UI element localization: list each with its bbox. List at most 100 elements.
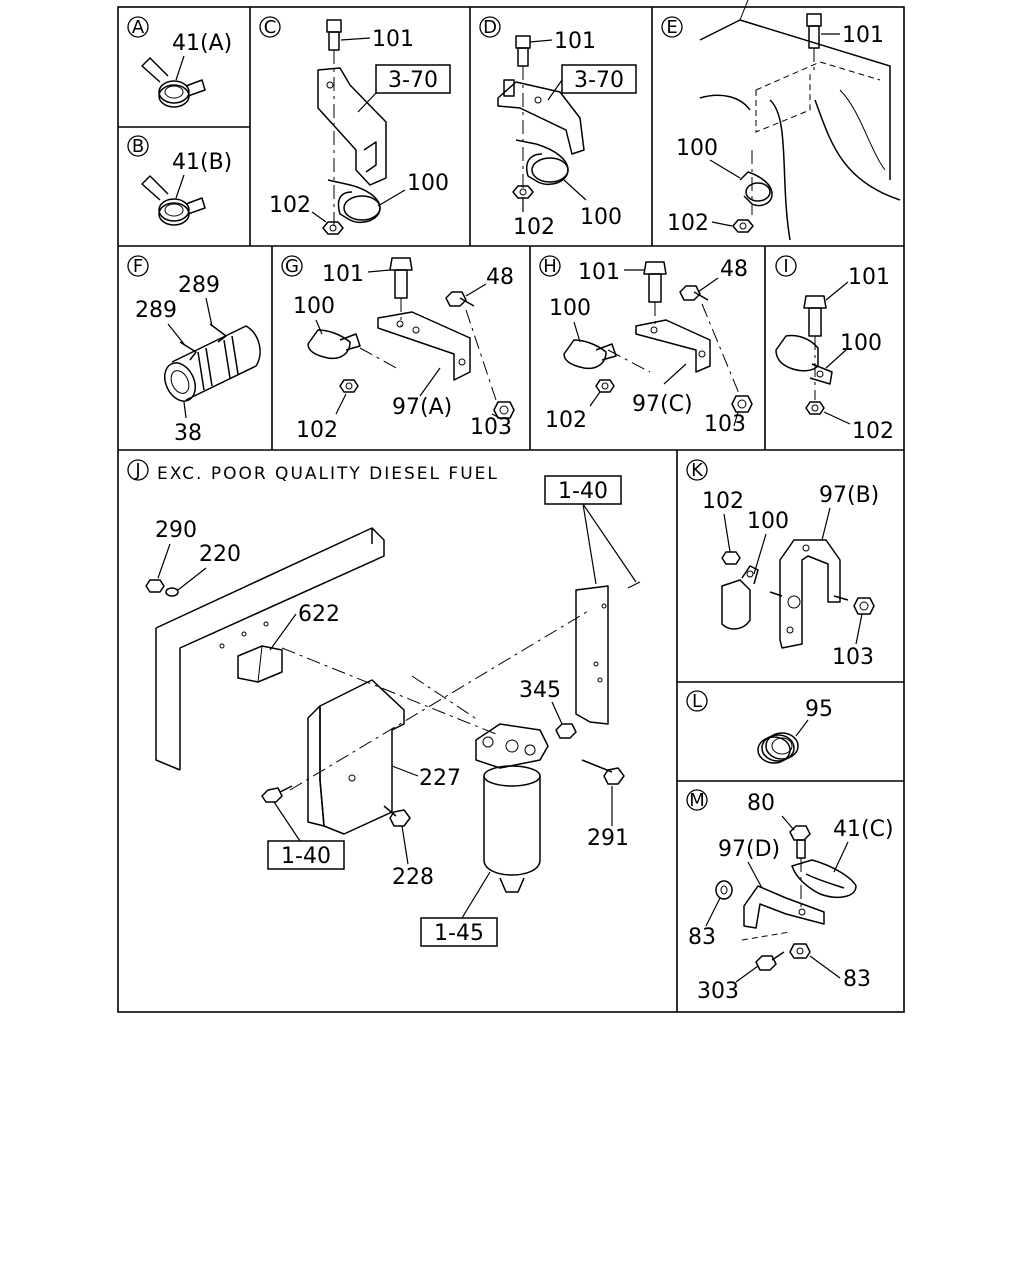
label-220: 220 <box>199 542 241 567</box>
label-102: 102 <box>702 489 744 514</box>
label-227: 227 <box>419 766 461 791</box>
section-i: I 101 100 102 <box>775 255 894 444</box>
ref-box-1-45 <box>420 917 498 947</box>
section-b-marker <box>127 135 149 157</box>
section-h-marker <box>539 255 561 277</box>
section-c: C 101 3-70 100 102 <box>259 16 451 235</box>
label-41b: 41(B) <box>172 150 232 175</box>
section-f: F 289 289 38 <box>127 255 261 446</box>
bolt-101 <box>389 257 413 299</box>
section-j-note: EXC. POOR QUALITY DIESEL FUEL <box>157 464 499 484</box>
label-291: 291 <box>587 826 629 851</box>
section-j: J EXC. POOR QUALITY DIESEL FUEL <box>127 459 641 947</box>
section-c-letter: C <box>264 17 277 38</box>
nut-102 <box>805 401 825 415</box>
label-101: 101 <box>578 260 620 285</box>
section-c-marker <box>259 16 281 38</box>
section-a-letter: A <box>132 17 145 38</box>
mounting-bracket <box>497 79 585 155</box>
section-i-letter: I <box>783 256 788 277</box>
ring-95 <box>757 732 799 764</box>
section-k-letter: K <box>691 460 704 481</box>
section-k-marker <box>686 459 708 481</box>
fuel-filter <box>475 723 549 893</box>
bolt-80 <box>789 825 811 859</box>
bolt-228 <box>383 805 411 827</box>
label-102: 102 <box>667 211 709 236</box>
nut-103 <box>853 597 875 615</box>
section-j-letter: J <box>134 460 140 481</box>
label-97c: 97(C) <box>632 392 693 417</box>
section-d-letter: D <box>483 17 497 38</box>
hose-clamp-41a <box>141 57 206 108</box>
section-h: H 101 48 <box>539 255 753 437</box>
hose-clamp-41b <box>141 175 206 226</box>
section-l: L 95 <box>686 690 833 764</box>
bracket-97c <box>635 319 711 373</box>
section-h-letter: H <box>543 256 557 277</box>
nut-102 <box>339 379 359 393</box>
bolt-48 <box>445 291 475 307</box>
bolt-101 <box>515 35 531 67</box>
section-l-letter: L <box>692 691 702 712</box>
section-f-marker <box>127 255 149 277</box>
ref-1-45: 1-45 <box>434 921 484 946</box>
section-m-marker <box>686 789 708 811</box>
hose-clamp-289 <box>179 323 239 391</box>
section-e-marker <box>661 16 683 38</box>
label-103: 103 <box>470 415 512 440</box>
label-102: 102 <box>852 419 894 444</box>
label-48: 48 <box>486 265 514 290</box>
clip-100 <box>721 565 759 630</box>
section-m-letter: M <box>689 790 705 811</box>
chassis-frame <box>155 527 385 771</box>
nut-102 <box>595 379 615 393</box>
section-e-letter: E <box>666 17 677 38</box>
section-f-letter: F <box>133 256 143 277</box>
section-a: A 41(A) <box>127 16 232 108</box>
bracket-97b <box>779 539 841 649</box>
bolt-345 <box>555 723 577 739</box>
label-100: 100 <box>747 509 789 534</box>
frame-structure <box>699 0 901 241</box>
label-97a: 97(A) <box>392 395 452 420</box>
bolt-101 <box>803 295 827 337</box>
section-g-marker <box>281 255 303 277</box>
ref-1-40-bottom: 1-40 <box>281 844 331 869</box>
bolt-1-40 <box>261 785 293 803</box>
label-345: 345 <box>519 678 561 703</box>
bracket-227 <box>307 679 405 835</box>
label-100: 100 <box>676 136 718 161</box>
ref-box-1-40-bottom <box>267 840 345 870</box>
label-622: 622 <box>298 602 340 627</box>
nut-102 <box>512 185 534 199</box>
label-100: 100 <box>840 331 882 356</box>
label-38: 38 <box>174 421 202 446</box>
label-102: 102 <box>545 408 587 433</box>
bolt-220-washer <box>165 587 179 597</box>
nut-102 <box>732 219 754 233</box>
section-e: E 101 100 102 <box>661 0 901 241</box>
hose-clamp-41c <box>791 859 857 899</box>
ref-1-40-top: 1-40 <box>558 479 608 504</box>
washer-83-left <box>715 880 733 900</box>
bolt-48 <box>679 285 709 301</box>
section-b: B 41(B) <box>127 135 232 226</box>
diagram-frame <box>117 6 905 1013</box>
section-k: K 102 100 97(B) 103 <box>686 459 879 670</box>
ref-box-3-70 <box>561 64 637 94</box>
washer-83-right <box>789 943 811 959</box>
clip-100 <box>307 329 361 360</box>
label-102: 102 <box>296 418 338 443</box>
clip-100 <box>563 339 617 370</box>
section-g-letter: G <box>285 256 299 277</box>
bracket-97a <box>377 311 471 381</box>
mounting-plate <box>575 585 609 725</box>
label-83-left: 83 <box>688 925 716 950</box>
label-41c: 41(C) <box>833 817 894 842</box>
clip-100 <box>327 179 381 224</box>
label-228: 228 <box>392 865 434 890</box>
section-a-marker <box>127 16 149 38</box>
label-101: 101 <box>372 27 414 52</box>
